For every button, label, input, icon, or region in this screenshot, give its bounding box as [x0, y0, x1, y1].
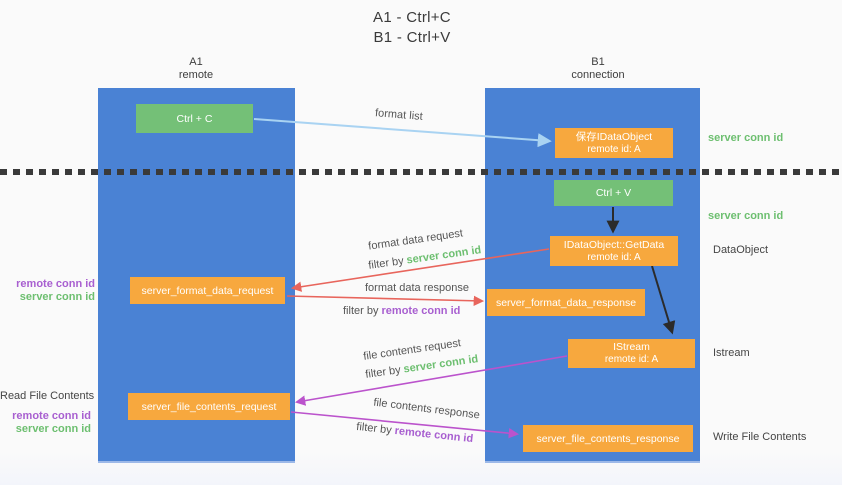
node-ctrl-v: Ctrl + V: [554, 180, 673, 206]
arrow-format-data-request: [290, 248, 550, 292]
label-istream: Istream: [713, 347, 750, 359]
node-istream-line1: IStream: [613, 341, 650, 353]
column-b-name: connection: [571, 69, 625, 81]
dashed-separator-line: [0, 169, 842, 175]
node-ctrl-c-label: Ctrl + C: [176, 112, 213, 125]
column-a-header: A1 remote: [146, 56, 246, 82]
column-b-header: B1 connection: [542, 56, 654, 82]
node-ctrl-v-label: Ctrl + V: [595, 187, 632, 199]
node-server-format-data-response-label: server_format_data_response: [495, 296, 637, 309]
arrow-format-data-response: [286, 295, 485, 306]
label-read-file-contents: Read File Contents: [0, 390, 95, 402]
node-server-file-contents-request-label: server_file_contents_request: [141, 400, 277, 413]
node-server-format-data-request-label: server_format_data_request: [141, 284, 274, 297]
node-idataobject-getdata-line1: IDataObject::GetData: [563, 238, 665, 251]
node-ctrl-c: Ctrl + C: [136, 104, 253, 133]
node-server-format-data-request: server_format_data_request: [130, 277, 285, 304]
node-idataobject-getdata-line2: remote id: A: [587, 251, 641, 263]
label-write-file-contents: Write File Contents: [713, 431, 807, 443]
node-save-idataobject: 保存IDataObject remote id: A: [555, 128, 673, 158]
label-server-conn-id-right-top: server conn id: [708, 132, 784, 144]
column-b-id: B1: [591, 56, 605, 68]
label-remote-conn-id-left-2: remote conn id: [12, 410, 91, 422]
node-server-file-contents-response: server_file_contents_response: [523, 425, 693, 452]
label-filter-by-remote-conn-id-1: filter by remote conn id: [343, 305, 460, 318]
label-server-conn-id-right-mid: server conn id: [708, 210, 784, 222]
label-server-conn-id-left-2: server conn id: [15, 423, 91, 435]
arrow-file-contents-response: [290, 411, 520, 439]
arrow-format-list: [253, 118, 552, 148]
node-server-format-data-response: server_format_data_response: [487, 289, 645, 316]
label-format-data-response: format data response: [365, 282, 469, 294]
node-server-file-contents-response-label: server_file_contents_response: [536, 432, 680, 445]
arrow-file-contents-request: [294, 355, 568, 406]
diagram-title: A1 - Ctrl+C B1 - Ctrl+V: [0, 8, 824, 48]
label-server-conn-id-left-1: server conn id: [19, 291, 95, 303]
node-idataobject-getdata: IDataObject::GetData remote id: A: [550, 236, 678, 266]
node-istream: IStream remote id: A: [568, 339, 695, 368]
column-a-id: A1: [189, 56, 203, 68]
filter-by-text: filter by: [343, 305, 382, 317]
node-save-idataobject-line2: remote id: A: [587, 143, 641, 155]
title-line-1: A1 - Ctrl+C: [373, 9, 451, 26]
node-save-idataobject-line1: 保存IDataObject: [575, 130, 653, 143]
arrow-getdata-to-istream: [651, 265, 676, 335]
node-istream-line2: remote id: A: [604, 354, 659, 365]
remote-conn-id-text: remote conn id: [381, 305, 461, 317]
title-line-2: B1 - Ctrl+V: [373, 29, 451, 46]
column-a-name: remote: [178, 69, 214, 81]
node-server-file-contents-request: server_file_contents_request: [128, 393, 290, 420]
label-dataobject: DataObject: [713, 244, 769, 256]
label-remote-conn-id-left-1: remote conn id: [16, 278, 95, 290]
